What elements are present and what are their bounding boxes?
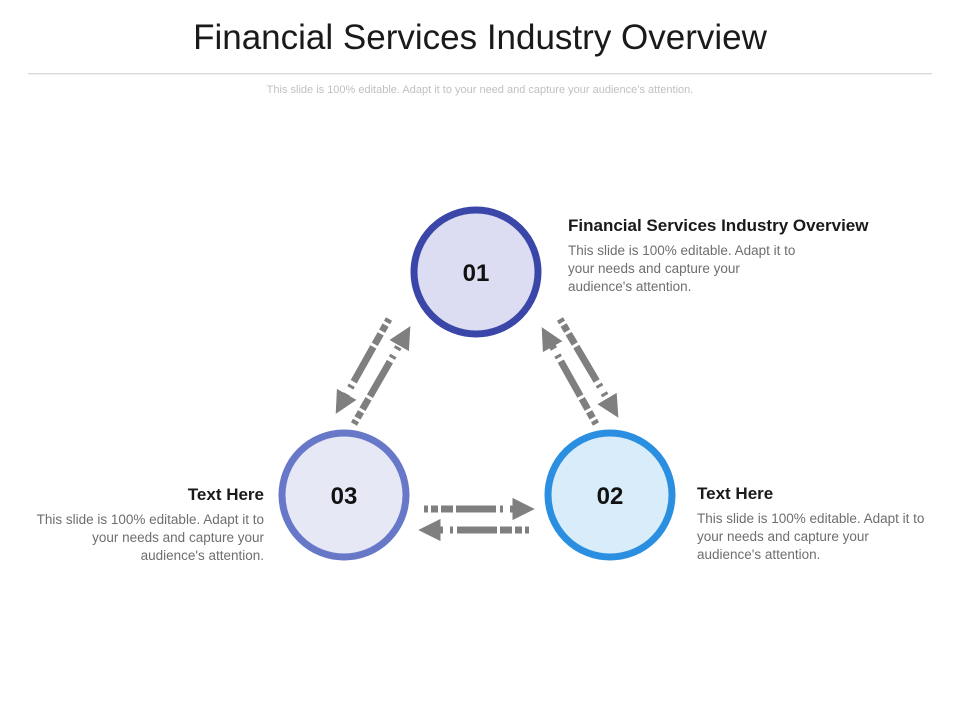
dashed-arrow-icon <box>350 326 411 426</box>
node-03: 03 <box>278 429 410 561</box>
connector-01-02 <box>541 317 619 426</box>
node-03-heading: Text Here <box>187 485 264 504</box>
node-02-circle <box>544 429 676 561</box>
node-03-text: Text Here This slide is 100% editable. A… <box>30 485 264 565</box>
node-01-circle <box>410 206 542 338</box>
node-01-text: Financial Services Industry Overview Thi… <box>568 216 938 296</box>
dashed-arrow-icon <box>541 327 600 426</box>
node-03-number: 03 <box>331 483 358 510</box>
slide-subtitle: This slide is 100% editable. Adapt it to… <box>266 84 694 96</box>
node-02-number: 02 <box>597 483 624 510</box>
node-03-circle <box>278 429 410 561</box>
dashed-arrow-icon <box>556 317 619 418</box>
node-02: 02 <box>544 429 676 561</box>
node-01-heading: Financial Services Industry Overview <box>568 216 869 235</box>
node-02-heading: Text Here <box>697 484 774 503</box>
connector-03-01 <box>335 317 411 426</box>
node-03-body: This slide is 100% editable. Adapt it to… <box>36 512 264 563</box>
node-02-text: Text Here This slide is 100% editable. A… <box>697 484 927 564</box>
dashed-arrow-icon <box>335 317 393 414</box>
node-02-body: This slide is 100% editable. Adapt it to… <box>697 511 925 562</box>
node-01: 01 <box>410 206 542 338</box>
connector-03-02 <box>418 497 535 542</box>
slide-title: Financial Services Industry Overview <box>193 18 767 57</box>
title-divider <box>28 73 932 74</box>
node-01-number: 01 <box>463 260 490 287</box>
node-01-body: This slide is 100% editable. Adapt it to… <box>568 243 796 294</box>
